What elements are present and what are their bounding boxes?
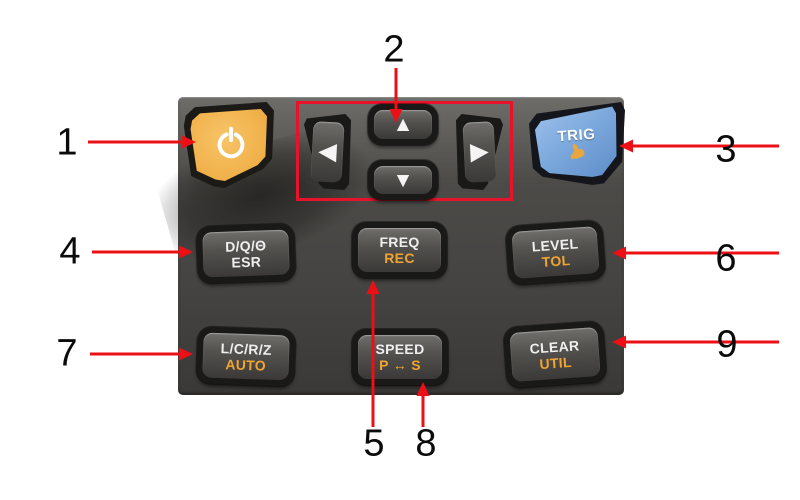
lcrz-auto-label-line2: AUTO [225,355,267,374]
left-triangle-icon: ◀ [317,137,338,166]
left-arrow-button[interactable]: ◀ [304,114,351,190]
callout-arrow-6 [612,246,779,260]
level-tol-label-line1: LEVEL [531,234,579,255]
trig-button-face: TRIG [534,106,621,181]
power-button-face [190,109,267,181]
up-arrow-button[interactable]: ▲ [368,104,438,145]
callout-number-1: 1 [56,121,78,164]
callout-number-2: 2 [383,28,405,71]
trig-button[interactable]: TRIG [529,102,625,185]
callout-number-6: 6 [715,237,737,280]
freq-rec-button[interactable]: FREQ REC [352,222,447,278]
dq-esr-button[interactable]: D/Q/Θ ESR [196,223,296,284]
callout-arrow-3 [619,139,779,153]
callout-number-9: 9 [716,323,738,366]
dq-esr-label-line1: D/Q/Θ [224,236,267,255]
clear-util-button[interactable]: CLEAR UTIL [502,320,608,389]
power-icon [217,126,245,159]
callout-number-5: 5 [363,422,385,465]
callout-number-3: 3 [715,128,737,171]
freq-rec-label-line2: REC [384,250,415,266]
callout-number-8: 8 [415,422,437,465]
power-button[interactable] [183,102,274,188]
lcrz-auto-button[interactable]: L/C/R/Z AUTO [196,326,296,387]
down-triangle-icon: ▼ [392,168,414,192]
down-arrow-button[interactable]: ▼ [368,160,438,200]
right-arrow-button[interactable]: ▶ [456,114,503,190]
lcrz-auto-label-line1: L/C/R/Z [220,339,273,358]
callout-number-7: 7 [56,332,78,375]
speed-ps-button[interactable]: SPEED P ↔ S [352,329,448,385]
speed-ps-label-line1: SPEED [375,341,425,357]
callout-number-4: 4 [59,230,81,273]
freq-rec-label-line1: FREQ [379,234,420,250]
dq-esr-label-line2: ESR [231,252,262,271]
level-tol-label-line2: TOL [541,251,571,270]
keypad-panel: ◀ ▲ ▼ ▶ TRIG [153,97,625,395]
clear-util-label-line2: UTIL [538,353,573,372]
clear-util-label-line1: CLEAR [529,336,580,357]
right-triangle-icon: ▶ [469,137,490,166]
tap-hand-icon [566,142,589,161]
callout-arrow-9 [612,335,779,349]
speed-ps-label-line2: P ↔ S [379,357,421,373]
level-tol-button[interactable]: LEVEL TOL [505,219,606,286]
up-triangle-icon: ▲ [392,113,414,136]
